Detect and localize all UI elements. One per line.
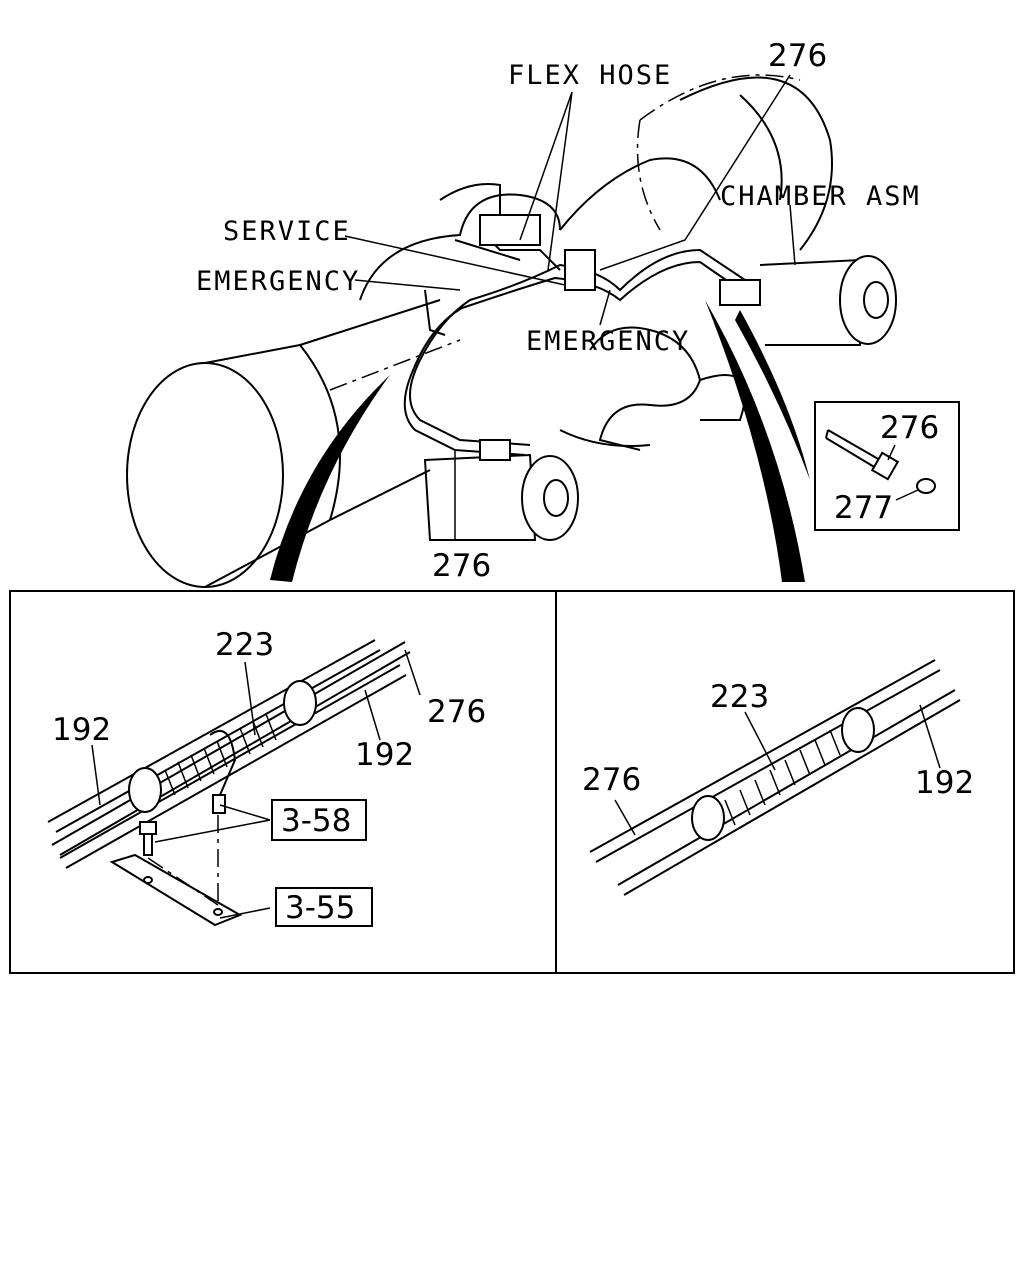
left-detail-illustration — [47, 639, 421, 927]
left-part-223-label: 223 — [215, 627, 274, 663]
left-part-192-label-right: 192 — [355, 737, 414, 773]
inset-part-277-label: 277 — [834, 490, 893, 526]
emergency-label-left: EMERGENCY — [196, 266, 360, 297]
chamber-asm-label: CHAMBER ASM — [720, 181, 921, 212]
right-detail-illustration — [589, 659, 961, 896]
right-part-192-label: 192 — [915, 765, 974, 801]
part-276-bottom-label: 276 — [432, 548, 491, 584]
bolt-washer-inset — [814, 401, 960, 531]
axle-assembly-illustration — [126, 74, 897, 588]
right-part-223-label: 223 — [710, 679, 769, 715]
inset-part-276-label: 276 — [880, 410, 939, 446]
detail-panels-frame — [9, 590, 1015, 974]
left-part-192-label-left: 192 — [52, 712, 111, 748]
flex-hose-label: FLEX HOSE — [508, 60, 672, 91]
top-leader-lines — [344, 74, 796, 540]
left-part-276-label: 276 — [427, 694, 486, 730]
ref-3-58-label: 3-58 — [281, 803, 351, 839]
part-276-top-label: 276 — [768, 38, 827, 74]
emergency-label-right: EMERGENCY — [526, 326, 690, 357]
right-part-276-label: 276 — [582, 762, 641, 798]
service-label: SERVICE — [223, 216, 351, 247]
ref-3-55-label: 3-55 — [285, 890, 355, 926]
